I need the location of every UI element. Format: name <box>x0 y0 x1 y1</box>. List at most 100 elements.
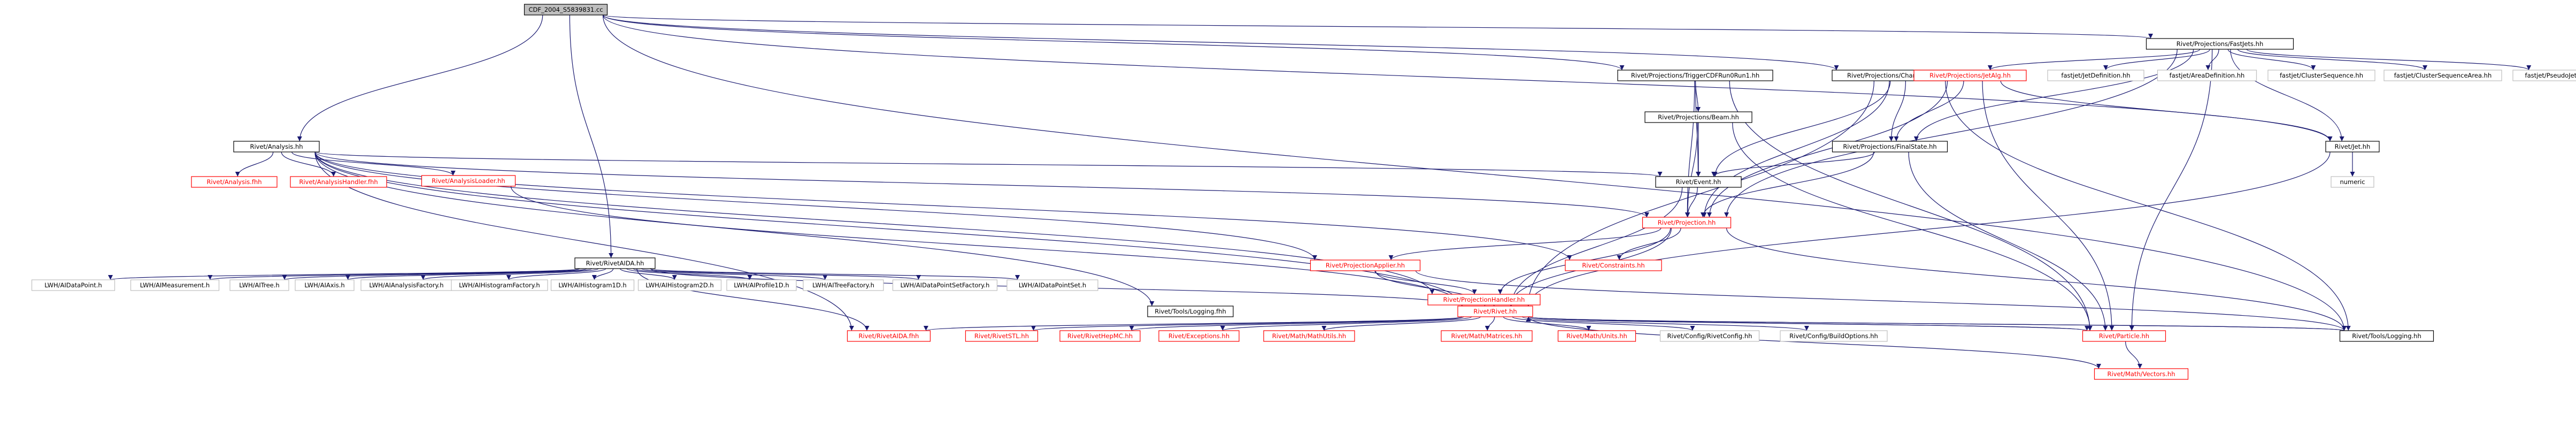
node-vectors[interactable]: Rivet/Math/Vectors.hh <box>2094 368 2189 380</box>
node-box-matrices <box>1441 330 1533 342</box>
node-beam[interactable]: Rivet/Projections/Beam.hh <box>1644 111 1752 123</box>
node-numeric: numeric <box>2331 176 2374 188</box>
node-projapplier[interactable]: Rivet/ProjectionApplier.hh <box>1310 260 1421 271</box>
dependency-edges <box>108 14 2532 369</box>
node-box-aihist1d <box>550 279 635 291</box>
edge-beam-to-projection <box>1685 122 1698 218</box>
node-mathutils[interactable]: Rivet/Math/MathUtils.hh <box>1263 330 1355 342</box>
edge-aida-to-aitree <box>282 268 587 280</box>
node-label-analysis: Rivet/Analysis.hh <box>250 143 303 150</box>
node-label-aihist2d: LWH/AIHistogram2D.h <box>645 281 713 289</box>
node-label-rivetconfig: Rivet/Config/RivetConfig.hh <box>1667 332 1752 340</box>
edge-event-to-projection <box>1685 187 1698 218</box>
node-label-analysisloader: Rivet/AnalysisLoader.hh <box>432 177 505 185</box>
node-label-aidps: LWH/AIDataPointSet.h <box>1019 281 1086 289</box>
edge-fastjets-to-particle <box>2129 49 2213 331</box>
node-box-units <box>1557 330 1636 342</box>
node-label-toolslog: Rivet/Tools/Logging.hh <box>2352 332 2421 340</box>
node-box-aida <box>574 257 656 269</box>
edge-projection-to-constraints <box>1617 227 1681 261</box>
edge-rivet-to-units <box>1503 316 1591 331</box>
edge-aida-to-aihistfactory <box>506 268 606 280</box>
node-box-aiprofile1d <box>726 279 797 291</box>
edge-fastjets-to-clusterseqarea <box>2237 49 2427 71</box>
edge-jetalg-to-projection <box>1706 80 1948 218</box>
edge-analysis-to-analysisbase <box>235 151 274 177</box>
node-constraints[interactable]: Rivet/Constraints.hh <box>1565 260 1662 271</box>
edge-analysis-to-event <box>314 151 1662 177</box>
node-aihist1d: LWH/AIHistogram1D.h <box>550 279 635 291</box>
node-toolslog[interactable]: Rivet/Tools/Logging.hh <box>2339 330 2434 342</box>
node-rivet[interactable]: Rivet/Rivet.hh <box>1457 306 1533 317</box>
node-box-analysisbase <box>191 176 278 188</box>
edge-chargedfs-to-rivet <box>1526 80 1874 307</box>
edge-aida-to-aihist2d <box>620 268 677 280</box>
node-aida[interactable]: Rivet/RivetAIDA.hh <box>574 257 656 269</box>
node-particle[interactable]: Rivet/Particle.hh <box>2082 330 2166 342</box>
edge-jet-to-rivet <box>1526 151 2331 307</box>
node-aitree: LWH/AITree.h <box>229 279 289 291</box>
node-analysisloader[interactable]: Rivet/AnalysisLoader.hh <box>421 175 516 187</box>
node-box-clusterseq <box>2267 70 2375 81</box>
node-event[interactable]: Rivet/Event.hh <box>1655 176 1742 188</box>
edge-analysis-to-rivet <box>314 151 1465 307</box>
edge-aida-to-aiprofile1d <box>626 268 752 280</box>
node-exceptions[interactable]: Rivet/Exceptions.hh <box>1158 330 1240 342</box>
node-rivetaidafhh[interactable]: Rivet/RivetAIDA.fhh <box>847 330 931 342</box>
node-toolslogfwd[interactable]: Rivet/Tools/Logging.fhh <box>1147 306 1234 317</box>
node-rivetstl[interactable]: Rivet/RivetSTL.hh <box>965 330 1039 342</box>
edge-root-to-chargedfs <box>602 14 1839 71</box>
edge-rivet-to-buildoptions <box>1522 316 1809 331</box>
node-box-aitreefactory <box>803 279 884 291</box>
edge-fastjets-to-clusterseq <box>2227 49 2316 71</box>
node-matrices[interactable]: Rivet/Math/Matrices.hh <box>1441 330 1533 342</box>
node-aianalysisfactory: LWH/AIAnalysisFactory.h <box>360 279 452 291</box>
edge-trigger-to-projection <box>1685 80 1695 218</box>
node-label-buildoptions: Rivet/Config/BuildOptions.hh <box>1789 332 1878 340</box>
edge-analysis-to-constraints <box>314 151 1572 261</box>
edge-trigger-to-event <box>1695 80 1701 177</box>
node-box-vectors <box>2094 368 2189 380</box>
node-rivethepmc[interactable]: Rivet/RivetHepMC.hh <box>1059 330 1141 342</box>
edge-rivet-to-matrices <box>1485 316 1495 331</box>
node-label-aida: Rivet/RivetAIDA.hh <box>586 260 644 267</box>
node-label-projection: Rivet/Projection.hh <box>1658 219 1716 226</box>
node-trigger[interactable]: Rivet/Projections/TriggerCDFRun0Run1.hh <box>1617 70 1773 81</box>
node-fastjets[interactable]: Rivet/Projections/FastJets.hh <box>2146 38 2294 50</box>
node-analysisbase[interactable]: Rivet/Analysis.fhh <box>191 176 278 188</box>
node-box-aiaxis <box>295 279 355 291</box>
node-analysis[interactable]: Rivet/Analysis.hh <box>233 141 320 152</box>
node-projhandler[interactable]: Rivet/ProjectionHandler.hh <box>1427 294 1541 306</box>
node-label-areadef: fastjet/AreaDefinition.hh <box>2170 72 2245 79</box>
edge-rivet-to-vectors <box>1528 316 2101 369</box>
node-aidpsfactory: LWH/AIDataPointSetFactory.h <box>892 279 998 291</box>
node-label-rivethepmc: Rivet/RivetHepMC.hh <box>1067 332 1133 340</box>
node-label-aianalysisfactory: LWH/AIAnalysisFactory.h <box>369 281 443 289</box>
node-finalstate[interactable]: Rivet/Projections/FinalState.hh <box>1832 141 1948 152</box>
node-units[interactable]: Rivet/Math/Units.hh <box>1557 330 1636 342</box>
node-box-particle <box>2082 330 2166 342</box>
node-label-particle: Rivet/Particle.hh <box>2099 332 2149 340</box>
node-jet[interactable]: Rivet/Jet.hh <box>2325 141 2380 152</box>
node-label-event: Rivet/Event.hh <box>1676 178 1721 186</box>
edge-analysis-to-analysishandler <box>281 151 336 177</box>
edge-root-to-analysis <box>297 14 543 142</box>
node-label-root: CDF_2004_S5839831.cc <box>528 6 603 13</box>
edge-aida-to-aimeas <box>207 268 580 280</box>
node-box-numeric <box>2331 176 2374 188</box>
node-label-aidapoint: LWH/AIDataPoint.h <box>44 281 102 289</box>
edge-finalstate-to-event <box>1711 151 1875 177</box>
node-label-toolslogfwd: Rivet/Tools/Logging.fhh <box>1155 308 1226 315</box>
node-box-aidps <box>1006 279 1098 291</box>
node-box-fastjets <box>2146 38 2294 50</box>
node-label-trigger: Rivet/Projections/TriggerCDFRun0Run1.hh <box>1631 72 1759 79</box>
node-label-numeric: numeric <box>2340 178 2365 186</box>
node-box-rivetaidafhh <box>847 330 931 342</box>
node-jetalg[interactable]: Rivet/Projections/JetAlg.hh <box>1913 70 2027 81</box>
node-projection[interactable]: Rivet/Projection.hh <box>1642 217 1732 228</box>
edge-jetalg-to-jet <box>2000 80 2333 142</box>
node-label-matrices: Rivet/Math/Matrices.hh <box>1451 332 1522 340</box>
node-root[interactable]: CDF_2004_S5839831.cc <box>524 4 608 16</box>
node-analysishandler[interactable]: Rivet/AnalysisHandler.fhh <box>290 176 387 188</box>
